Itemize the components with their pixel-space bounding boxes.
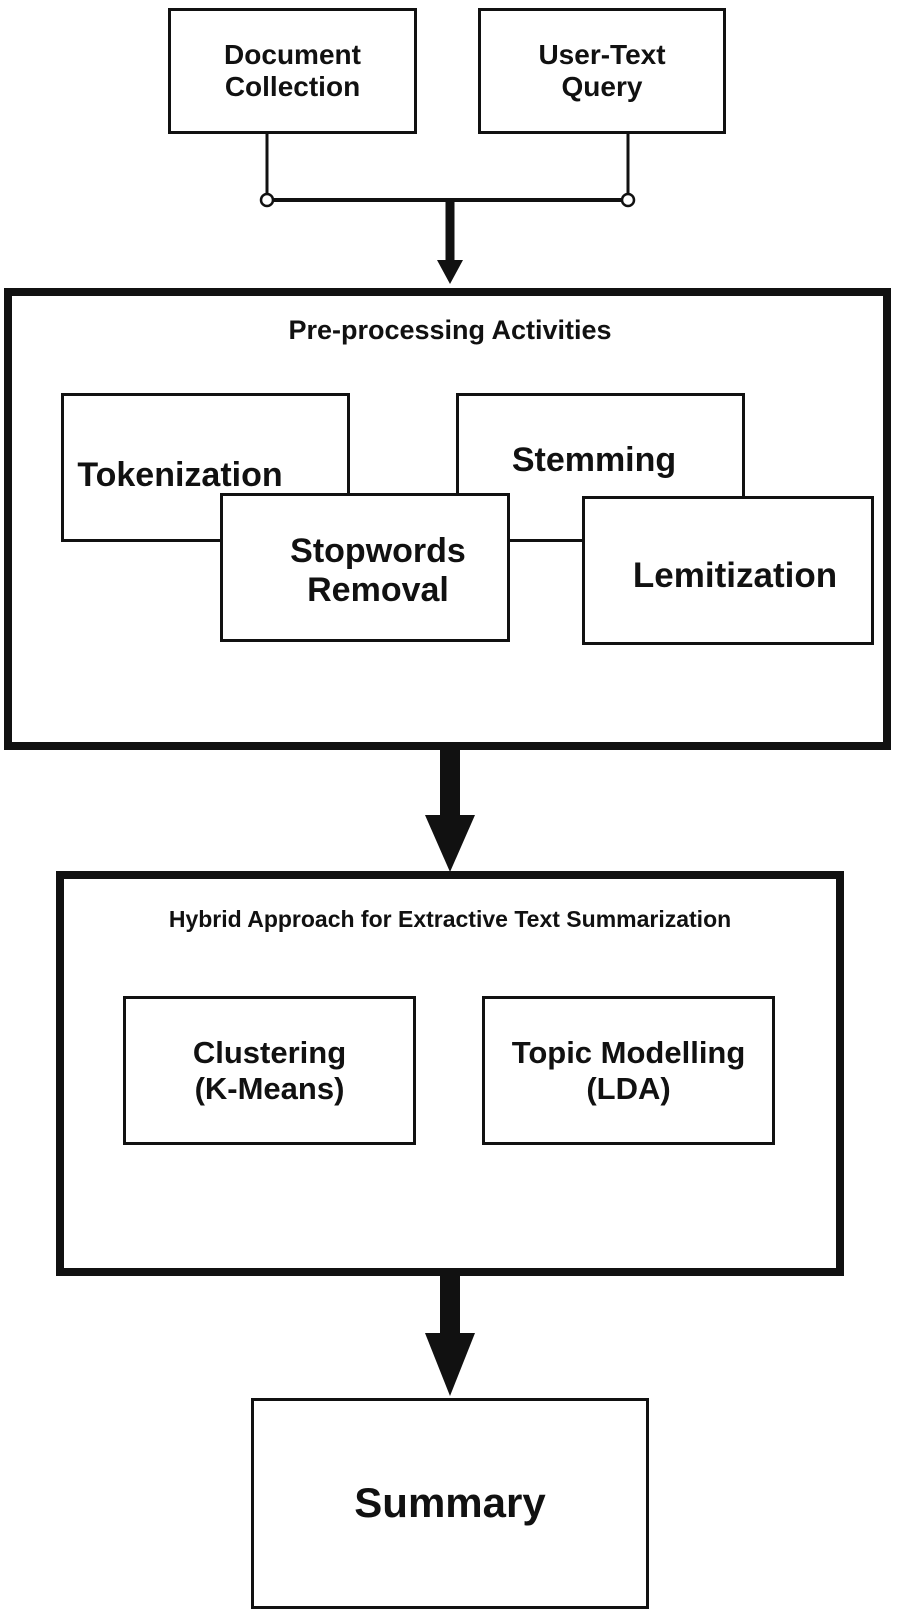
input-merge-connector xyxy=(259,133,636,208)
preprocessing-frame xyxy=(4,288,891,750)
user-text-query-box: User-Text Query xyxy=(478,8,726,134)
summary-box: Summary xyxy=(251,1398,649,1609)
arrow-to-summary xyxy=(425,1274,475,1396)
tokenization-label: Tokenization xyxy=(77,456,283,495)
stopwords-removal-box: Stopwords Removal xyxy=(220,493,510,642)
summary-label: Summary xyxy=(354,1479,546,1527)
document-collection-label: Document Collection xyxy=(224,38,361,102)
hybrid-frame xyxy=(56,871,844,1276)
user-text-query-label: User-Text Query xyxy=(538,38,666,102)
clustering-label: Clustering (K-Means) xyxy=(192,1034,347,1106)
preprocessing-title: Pre-processing Activities xyxy=(288,315,612,346)
arrow-to-hybrid xyxy=(425,745,475,872)
arrow-to-preprocessing xyxy=(437,200,463,284)
stopwords-removal-label: Stopwords Removal xyxy=(290,531,466,609)
lemitization-box: Lemitization xyxy=(582,496,874,645)
hybrid-title: Hybrid Approach for Extractive Text Summ… xyxy=(168,905,732,932)
stemming-label: Stemming xyxy=(511,441,677,480)
topic-modelling-box: Topic Modelling (LDA) xyxy=(482,996,775,1145)
topic-modelling-label: Topic Modelling (LDA) xyxy=(511,1034,746,1106)
document-collection-box: Document Collection xyxy=(168,8,417,134)
lemitization-label: Lemitization xyxy=(632,555,838,595)
clustering-box: Clustering (K-Means) xyxy=(123,996,416,1145)
